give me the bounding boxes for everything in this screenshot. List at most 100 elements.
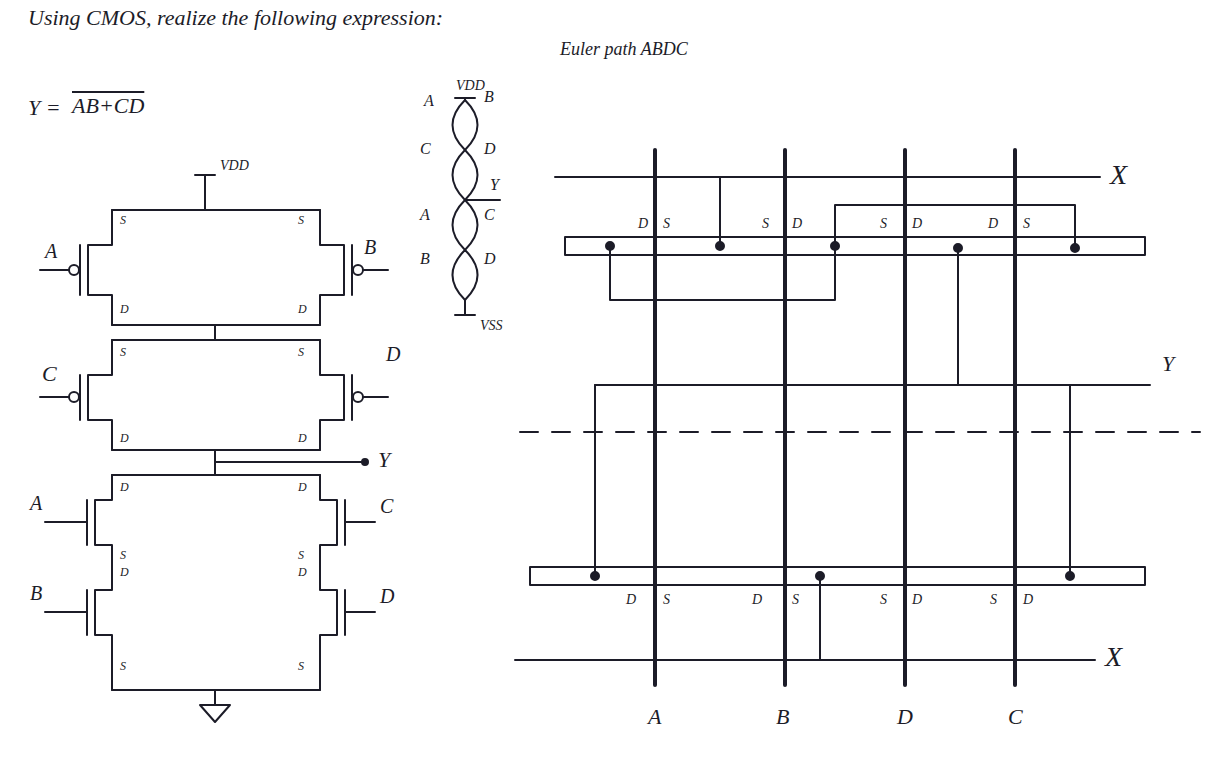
pmos-network [363, 396, 388, 398]
terminal-label: S [762, 216, 769, 231]
stick-diagram [816, 572, 824, 580]
euler-graph [455, 300, 475, 315]
pmos-network [40, 396, 69, 398]
pmos-network [195, 175, 215, 210]
note: Euler path ABDC [560, 40, 688, 60]
nmos-network [112, 690, 320, 705]
nmos-network [200, 705, 230, 722]
terminal-label: S [880, 592, 887, 607]
stick-diagram [719, 177, 721, 246]
rail-mark: X [1110, 160, 1127, 191]
gate-label: D [386, 343, 400, 365]
stick-diagram [957, 248, 959, 385]
stick-diagram [606, 242, 614, 250]
euler-graph [453, 200, 478, 250]
stick-diagram [653, 150, 657, 685]
terminal-label: D [298, 566, 307, 579]
pmos-network [88, 210, 112, 325]
output-label: Y [490, 176, 499, 194]
terminal-label: S [298, 549, 304, 562]
pmos-network [112, 339, 320, 341]
stick-diagram [610, 246, 835, 300]
terminal-label: S [120, 549, 126, 562]
gate-label: A [45, 240, 57, 262]
output-wire [362, 459, 368, 465]
nmos-network [345, 590, 375, 635]
stick-diagram [515, 150, 1200, 685]
gate-label: C [42, 362, 57, 386]
gate-label: C [380, 495, 393, 517]
nmos-network [320, 475, 337, 690]
stick-diagram [1013, 150, 1017, 685]
poly-label: C [1008, 705, 1023, 729]
pmos-network [363, 269, 388, 271]
stick-diagram [954, 244, 962, 252]
supply-label: VSS [480, 318, 503, 333]
euler-graph [453, 100, 478, 150]
nmos-network [345, 500, 375, 545]
stick-diagram [520, 431, 1200, 433]
heading: Using CMOS, realize the following expres… [28, 6, 443, 30]
gate-label: B [364, 236, 376, 258]
nmos-network [45, 500, 87, 545]
stick-diagram [1071, 244, 1079, 252]
poly-label: D [897, 705, 913, 729]
nmos-network [45, 475, 375, 722]
gate-label: A [30, 492, 42, 514]
stick-diagram [1066, 572, 1074, 580]
terminal-label: D [638, 216, 648, 231]
pmos-network [40, 175, 388, 475]
pmos-network [112, 209, 320, 211]
graph-edge-label: C [484, 206, 495, 224]
stick-diagram [595, 384, 1150, 386]
pmos-network [69, 392, 79, 402]
rail-mark: X [1105, 642, 1122, 673]
output-wire [215, 461, 365, 463]
terminal-label: D [752, 592, 762, 607]
stick-diagram [831, 242, 839, 250]
graph-edge-label: D [484, 140, 496, 158]
terminal-label: S [663, 216, 670, 231]
pmos-network [353, 265, 363, 275]
output-label: Y [378, 448, 390, 472]
terminal-label: S [298, 214, 304, 227]
terminal-label: D [298, 432, 307, 445]
terminal-label: S [298, 346, 304, 359]
stick-diagram [903, 150, 907, 685]
gate-label: D [380, 585, 394, 607]
stick-diagram [591, 572, 599, 580]
euler-graph [453, 98, 501, 315]
pmos-network [112, 325, 320, 340]
graph-edge-label: B [484, 88, 494, 106]
euler-graph [453, 150, 478, 200]
terminal-label: D [912, 216, 922, 231]
graph-edge-label: A [420, 206, 430, 224]
graph-edge-label: D [484, 250, 496, 268]
pmos-network [320, 210, 344, 325]
terminal-label: D [298, 303, 307, 316]
poly-label: A [648, 705, 661, 729]
terminal-label: D [298, 481, 307, 494]
stick-diagram [819, 576, 821, 660]
terminal-label: D [988, 216, 998, 231]
terminal-label: S [120, 214, 126, 227]
terminal-label: S [298, 660, 304, 673]
terminal-label: D [792, 216, 802, 231]
stick-diagram [835, 205, 1075, 246]
terminal-label: D [626, 592, 636, 607]
nmos-network [45, 590, 87, 635]
gate-label: B [30, 582, 42, 604]
pmos-network [69, 265, 79, 275]
graph-edge-label: B [420, 250, 430, 268]
pmos-network [40, 269, 69, 271]
pmos-network [88, 340, 112, 450]
terminal-label: D [1023, 592, 1033, 607]
output-wire [215, 459, 368, 465]
supply-label: VDD [220, 158, 249, 173]
pmos-network [353, 392, 363, 402]
expression: Y = [28, 96, 61, 120]
euler-graph [453, 250, 478, 300]
graph-edge-label: C [420, 140, 431, 158]
